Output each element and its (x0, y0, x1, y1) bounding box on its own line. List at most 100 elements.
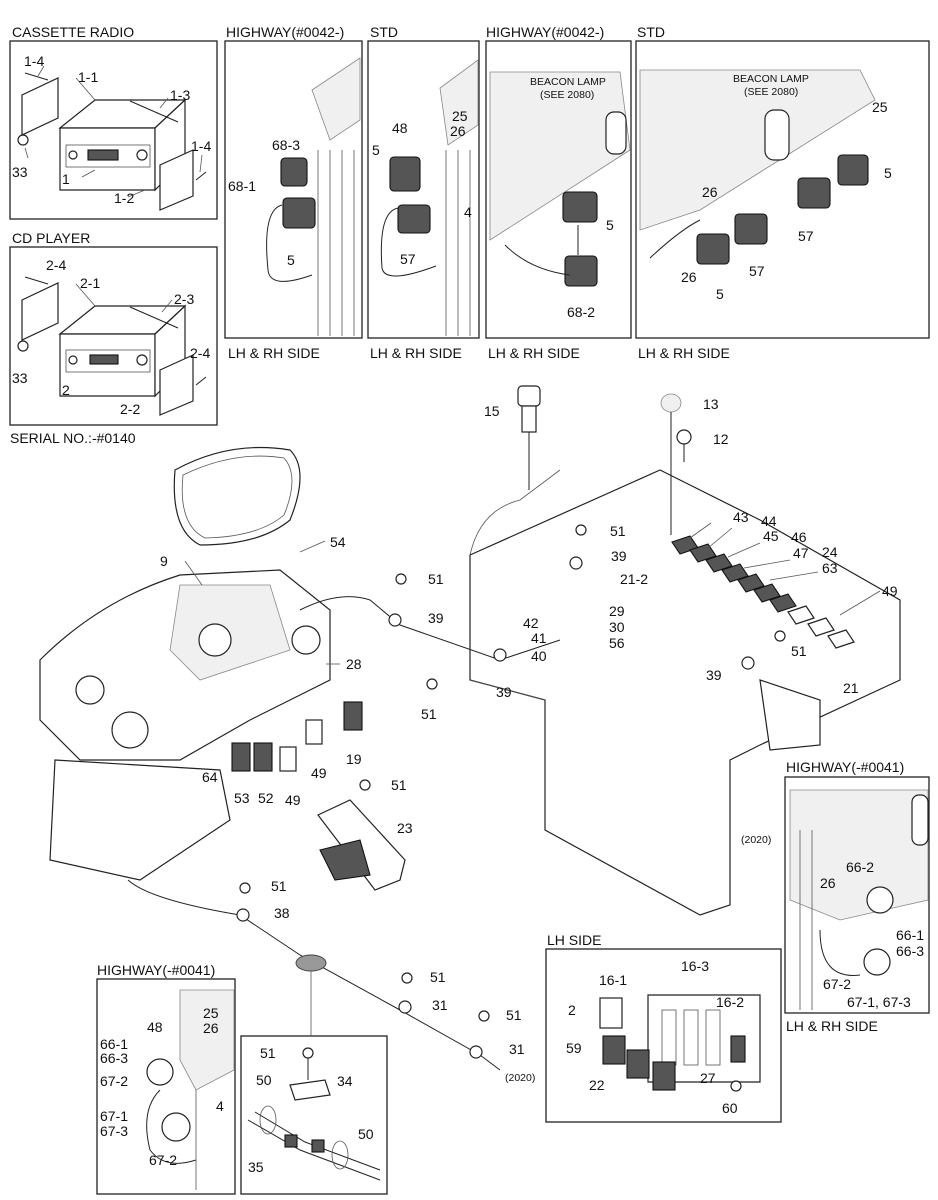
callout-1-2: 1-2 (114, 190, 134, 206)
callout-57-c: 57 (749, 263, 765, 279)
callout-19: 19 (346, 751, 362, 767)
see-2080-label-2: (SEE 2080) (744, 86, 798, 98)
callout-48-b: 48 (147, 1019, 163, 1035)
see-2080-label-1: (SEE 2080) (540, 89, 594, 101)
callout-2-2: 2-2 (120, 401, 140, 417)
highway-0041-left-detail (146, 989, 235, 1190)
callout-25-a: 25 (452, 108, 468, 124)
highway-0041-frame-right (784, 776, 930, 1014)
callout-66-2-a: 66-2 (846, 859, 874, 875)
knob-and-key (660, 393, 692, 535)
callout-33-a: 33 (12, 164, 28, 180)
highway-0041-frame-left (96, 978, 236, 1195)
callout-23: 23 (397, 820, 413, 836)
callout-51-e: 51 (391, 777, 407, 793)
callout-25-c: 25 (203, 1005, 219, 1021)
beacon-lamp-label-2: BEACON LAMP (733, 73, 809, 85)
fasteners-group-1 (359, 524, 786, 791)
callout-34: 34 (337, 1073, 353, 1089)
callout-66-3-b: 66-3 (100, 1050, 128, 1066)
lh-side-title: LH SIDE (547, 932, 601, 948)
highway-0042-frame-2 (485, 40, 632, 339)
std-title-1: STD (370, 24, 398, 40)
callout-57-a: 57 (400, 251, 416, 267)
callout-51-d: 51 (791, 643, 807, 659)
callout-46: 46 (791, 529, 807, 545)
lh-rh-side-label-5: LH & RH SIDE (786, 1018, 878, 1034)
cassette-radio-title: CASSETTE RADIO (12, 24, 134, 40)
callout-2: 2 (62, 382, 70, 398)
callout-31-b: 31 (509, 1041, 525, 1057)
callout-56: 56 (609, 635, 625, 651)
callout-63: 63 (822, 560, 838, 576)
callout-5-d: 5 (884, 165, 892, 181)
callout-38: 38 (274, 905, 290, 921)
callout-64: 64 (202, 769, 218, 785)
callout-16-3: 16-3 (681, 958, 709, 974)
lh-side-switch-panel (599, 994, 761, 1092)
callout-51-g: 51 (430, 969, 446, 985)
highway-0041-title-left: HIGHWAY(-#0041) (97, 962, 215, 978)
callout-26-d: 26 (820, 875, 836, 891)
highway-0042-title-1: HIGHWAY(#0042-) (226, 24, 344, 40)
callout-2-1: 2-1 (80, 275, 100, 291)
callout-9: 9 (160, 553, 168, 569)
callout-1-1: 1-1 (78, 69, 98, 85)
callout-2-4-b: 2-4 (190, 345, 210, 361)
callout-28: 28 (346, 656, 362, 672)
cd-player-title: CD PLAYER (12, 230, 90, 246)
harness-detail-marker (295, 954, 327, 972)
callout-1: 1 (62, 171, 70, 187)
callout-57-b: 57 (798, 228, 814, 244)
callout-51-b: 51 (421, 706, 437, 722)
std-title-2: STD (637, 24, 665, 40)
callout-2-lh: 2 (568, 1002, 576, 1018)
callout-12: 12 (713, 431, 729, 447)
std-work-lamp-detail-1 (380, 59, 479, 336)
callout-44: 44 (761, 513, 777, 529)
lh-rh-side-label-1: LH & RH SIDE (228, 345, 320, 361)
callout-25-b: 25 (872, 99, 888, 115)
callout-5-c: 5 (606, 217, 614, 233)
wire-clamp-detail-frame (240, 1035, 388, 1195)
lh-rh-side-label-4: LH & RH SIDE (638, 345, 730, 361)
callout-51-i: 51 (260, 1045, 276, 1061)
callout-26-b: 26 (702, 184, 718, 200)
callout-51-f: 51 (271, 878, 287, 894)
callout-68-2: 68-2 (567, 304, 595, 320)
cab-panel-body (469, 469, 901, 916)
callout-49-b: 49 (311, 765, 327, 781)
callout-66-1-a: 66-1 (896, 927, 924, 943)
callout-39-c: 39 (611, 548, 627, 564)
highway-0042-frame-1 (224, 40, 363, 339)
callout-5-a: 5 (287, 252, 295, 268)
lh-side-frame (545, 948, 782, 1123)
cd-player-unit (17, 276, 207, 416)
cassette-radio-unit (17, 72, 207, 211)
callout-42: 42 (523, 615, 539, 631)
callout-49-c: 49 (882, 583, 898, 599)
callout-26-c: 26 (681, 269, 697, 285)
accelerator-pedal (317, 799, 406, 891)
callout-1-4-b: 1-4 (191, 138, 211, 154)
ref-2020-a: (2020) (741, 834, 771, 846)
callout-35: 35 (248, 1159, 264, 1175)
callout-26-e: 26 (203, 1020, 219, 1036)
callout-43: 43 (733, 509, 749, 525)
callout-51-c: 51 (610, 523, 626, 539)
callout-27: 27 (700, 1070, 716, 1086)
callout-50-a: 50 (256, 1072, 272, 1088)
callout-2-3: 2-3 (174, 291, 194, 307)
callout-67-2-b: 67-2 (100, 1073, 128, 1089)
callout-1-4-a: 1-4 (24, 53, 44, 69)
callout-51-h: 51 (506, 1007, 522, 1023)
serial-no-label: SERIAL NO.:-#0140 (10, 430, 136, 446)
cigar-lighter (517, 385, 541, 490)
callout-16-1: 16-1 (599, 972, 627, 988)
callout-4-b: 4 (216, 1098, 224, 1114)
callout-30: 30 (609, 619, 625, 635)
callout-66-3-a: 66-3 (896, 943, 924, 959)
callout-40: 40 (531, 648, 547, 664)
wire-clamp-detail (247, 1047, 381, 1181)
